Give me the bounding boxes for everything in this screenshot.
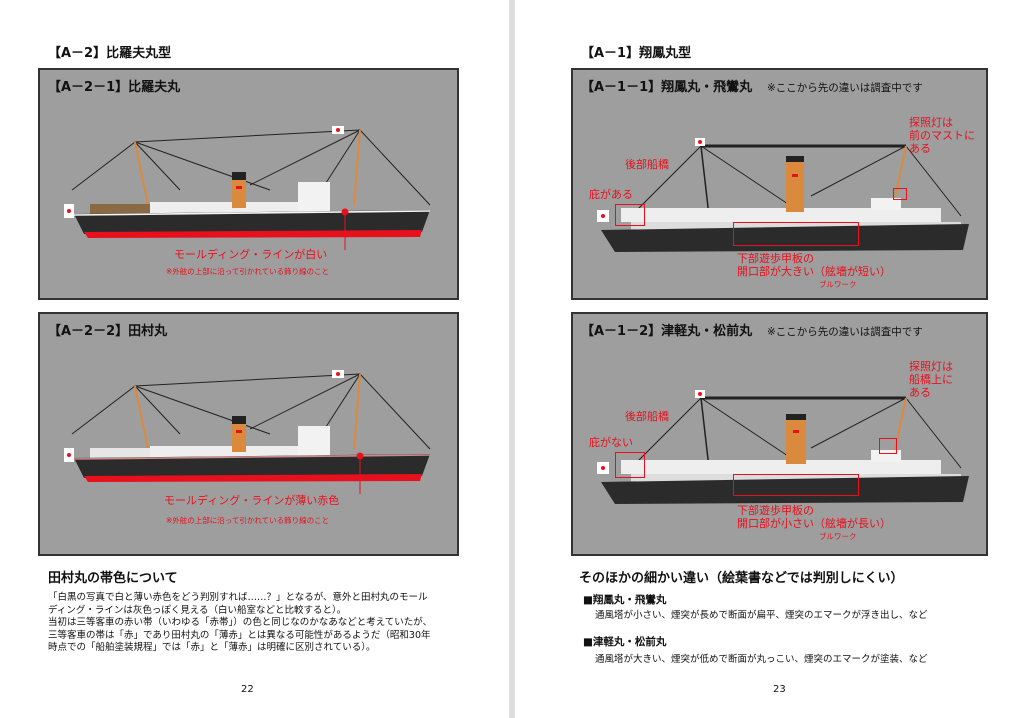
item-desc: 通風塔が大きい、煙突が低めで断面が丸っこい、煙突のエマークが塗装、など: [595, 654, 928, 665]
panel-hirafu-maru: 【A－2－1】比羅夫丸: [38, 68, 459, 300]
section-title: 【A－2】比羅夫丸型: [48, 46, 172, 61]
annotation-bulwark: ブルワーク: [819, 532, 857, 541]
section-heading: 田村丸の帯色について: [48, 571, 178, 586]
annotation-deck-opening: 下部遊歩甲板の 開口部が大きい（舷墻が短い）: [737, 252, 891, 278]
page-22: 【A－2】比羅夫丸型 【A－2－1】比羅夫丸: [0, 0, 509, 718]
panel-tamura-maru: 【A－2－2】田村丸 モールディング・ラインが薄い赤色: [38, 312, 459, 556]
ship-illustration: [597, 138, 969, 252]
body-line: 三等客車の帯は「赤」であり田村丸の「薄赤」とは異なる可能性があるようだ（昭和30…: [48, 629, 431, 641]
body-line: 「白黒の写真で白と薄い赤色をどう判別すれば……？」となるが、意外と田村丸のモール: [48, 592, 428, 603]
annotation-bulwark: ブルワーク: [819, 280, 857, 289]
body-line: ディング・ラインは灰色っぽく見える（白い船室などと比較すると）。: [48, 604, 347, 616]
panel-shoho-maru: 【A－1－1】翔鳳丸・飛鸞丸 ※ここから先の違いは調査中です 後部船橋 庇がある…: [571, 68, 988, 300]
annotation-molding-line: モールディング・ラインが薄い赤色: [164, 494, 340, 507]
highlight-awning: [615, 452, 645, 478]
panel-title: 【A－1－1】翔鳳丸・飛鸞丸: [581, 80, 753, 95]
panel-title: 【A－1－2】津軽丸・松前丸: [581, 324, 753, 339]
annotation-awning: 庇がない: [589, 436, 633, 449]
annotation-deck-opening: 下部遊歩甲板の 開口部が小さい（舷墻が長い）: [737, 504, 891, 530]
item-name: ■津軽丸・松前丸: [583, 636, 667, 648]
highlight-deck-opening: [733, 474, 859, 496]
body-line: 時点での「船舶塗装規程」では「赤」と「薄赤」は明確に区別されている）。: [48, 642, 376, 653]
panel-tsugaru-maru: 【A－1－2】津軽丸・松前丸 ※ここから先の違いは調査中です 後部船橋 庇がない…: [571, 312, 988, 556]
page-number: 23: [773, 684, 786, 695]
section-heading: そのほかの細かい違い（絵葉書などでは判別しにくい）: [579, 571, 904, 586]
annotation-rear-bridge: 後部船橋: [625, 158, 669, 171]
section-title: 【A－1】翔鳳丸型: [581, 46, 692, 61]
annotation-note: ※外舷の上部に沿って引かれている飾り線のこと: [166, 516, 330, 525]
annotation-awning: 庇がある: [589, 188, 633, 201]
ship-illustration: [597, 390, 969, 504]
item-name: ■翔鳳丸・飛鸞丸: [583, 594, 667, 606]
ship-illustration: [64, 370, 431, 494]
highlight-deck-opening: [733, 222, 859, 246]
annotation-note: ※外舷の上部に沿って引かれている飾り線のこと: [166, 267, 330, 276]
body-line: 当初は三等客車の赤い帯（いわゆる「赤帯」）の色と同じなのかなあなどと考えていたが…: [48, 617, 433, 628]
annotation-searchlight: 探照灯は 船橋上に ある: [909, 360, 953, 399]
annotation-rear-bridge: 後部船橋: [625, 410, 669, 423]
body-paragraph: 「白黒の写真で白と薄い赤色をどう判別すれば……？」となるが、意外と田村丸のモール…: [48, 592, 468, 655]
panel-title: 【A－2－2】田村丸: [48, 324, 168, 339]
item-desc: 通風塔が小さい、煙突が長めで断面が扁平、煙突のエマークが浮き出し、など: [595, 610, 928, 621]
highlight-searchlight: [893, 188, 907, 200]
panel-note: ※ここから先の違いは調査中です: [767, 82, 923, 94]
panel-title: 【A－2－1】比羅夫丸: [48, 80, 181, 95]
annotation-searchlight: 探照灯は 前のマストに ある: [909, 116, 975, 155]
panel-note: ※ここから先の違いは調査中です: [767, 326, 923, 338]
highlight-awning: [615, 204, 645, 226]
page-23: 【A－1】翔鳳丸型 【A－1－1】翔鳳丸・飛鸞丸 ※ここから先の違いは調査中です…: [515, 0, 1024, 718]
page-number: 22: [241, 684, 254, 695]
highlight-searchlight: [879, 438, 897, 454]
annotation-molding-line: モールディング・ラインが白い: [174, 248, 328, 261]
ship-illustration: [64, 126, 431, 250]
